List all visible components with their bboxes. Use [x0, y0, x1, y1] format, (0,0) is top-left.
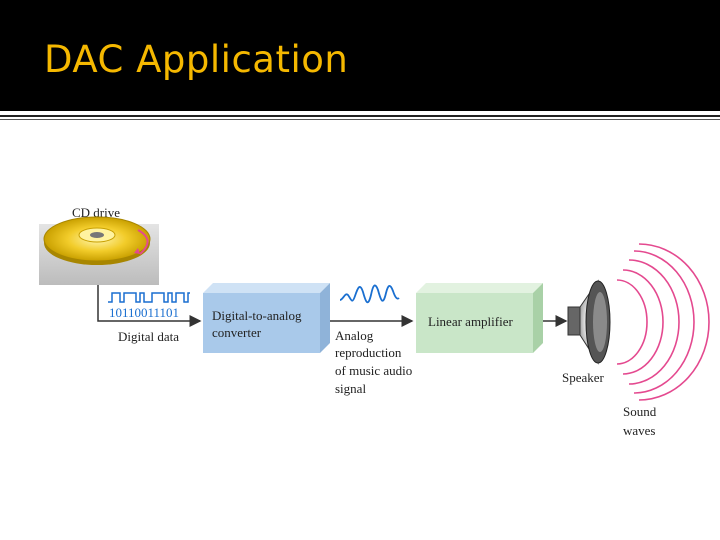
title-divider — [0, 115, 720, 117]
rotation-arrow — [137, 229, 149, 255]
amplifier-block — [416, 283, 543, 353]
bit-string: 10110011101 — [109, 305, 179, 320]
digital-data-label: Digital data — [118, 329, 179, 344]
analog-label-line1: Analog — [335, 328, 374, 343]
digital-pulse-train — [108, 292, 190, 303]
speaker-label: Speaker — [562, 370, 605, 385]
dac-label-line1: Digital-to-analog — [212, 308, 302, 323]
sound-waves-icon — [616, 243, 710, 401]
analog-label-line2: reproduction — [335, 345, 402, 360]
analog-label-line3: of music audio — [335, 363, 412, 378]
analog-label-line4: signal — [335, 381, 366, 396]
title-divider-thin — [0, 119, 720, 120]
cd-to-dac-arrow — [97, 285, 202, 327]
title-bar — [0, 0, 720, 111]
amplifier-label: Linear amplifier — [428, 314, 513, 329]
sound-label-line2: waves — [623, 423, 656, 438]
dac-block — [203, 283, 330, 353]
sound-label-line1: Sound — [623, 404, 657, 419]
cd-drive-label: CD drive — [72, 205, 120, 220]
speaker-icon — [567, 279, 611, 365]
dac-label-line2: converter — [212, 325, 262, 340]
analog-waveform — [339, 284, 400, 304]
cd-drive-icon — [39, 216, 159, 285]
slide-title: DAC Application — [44, 38, 349, 81]
